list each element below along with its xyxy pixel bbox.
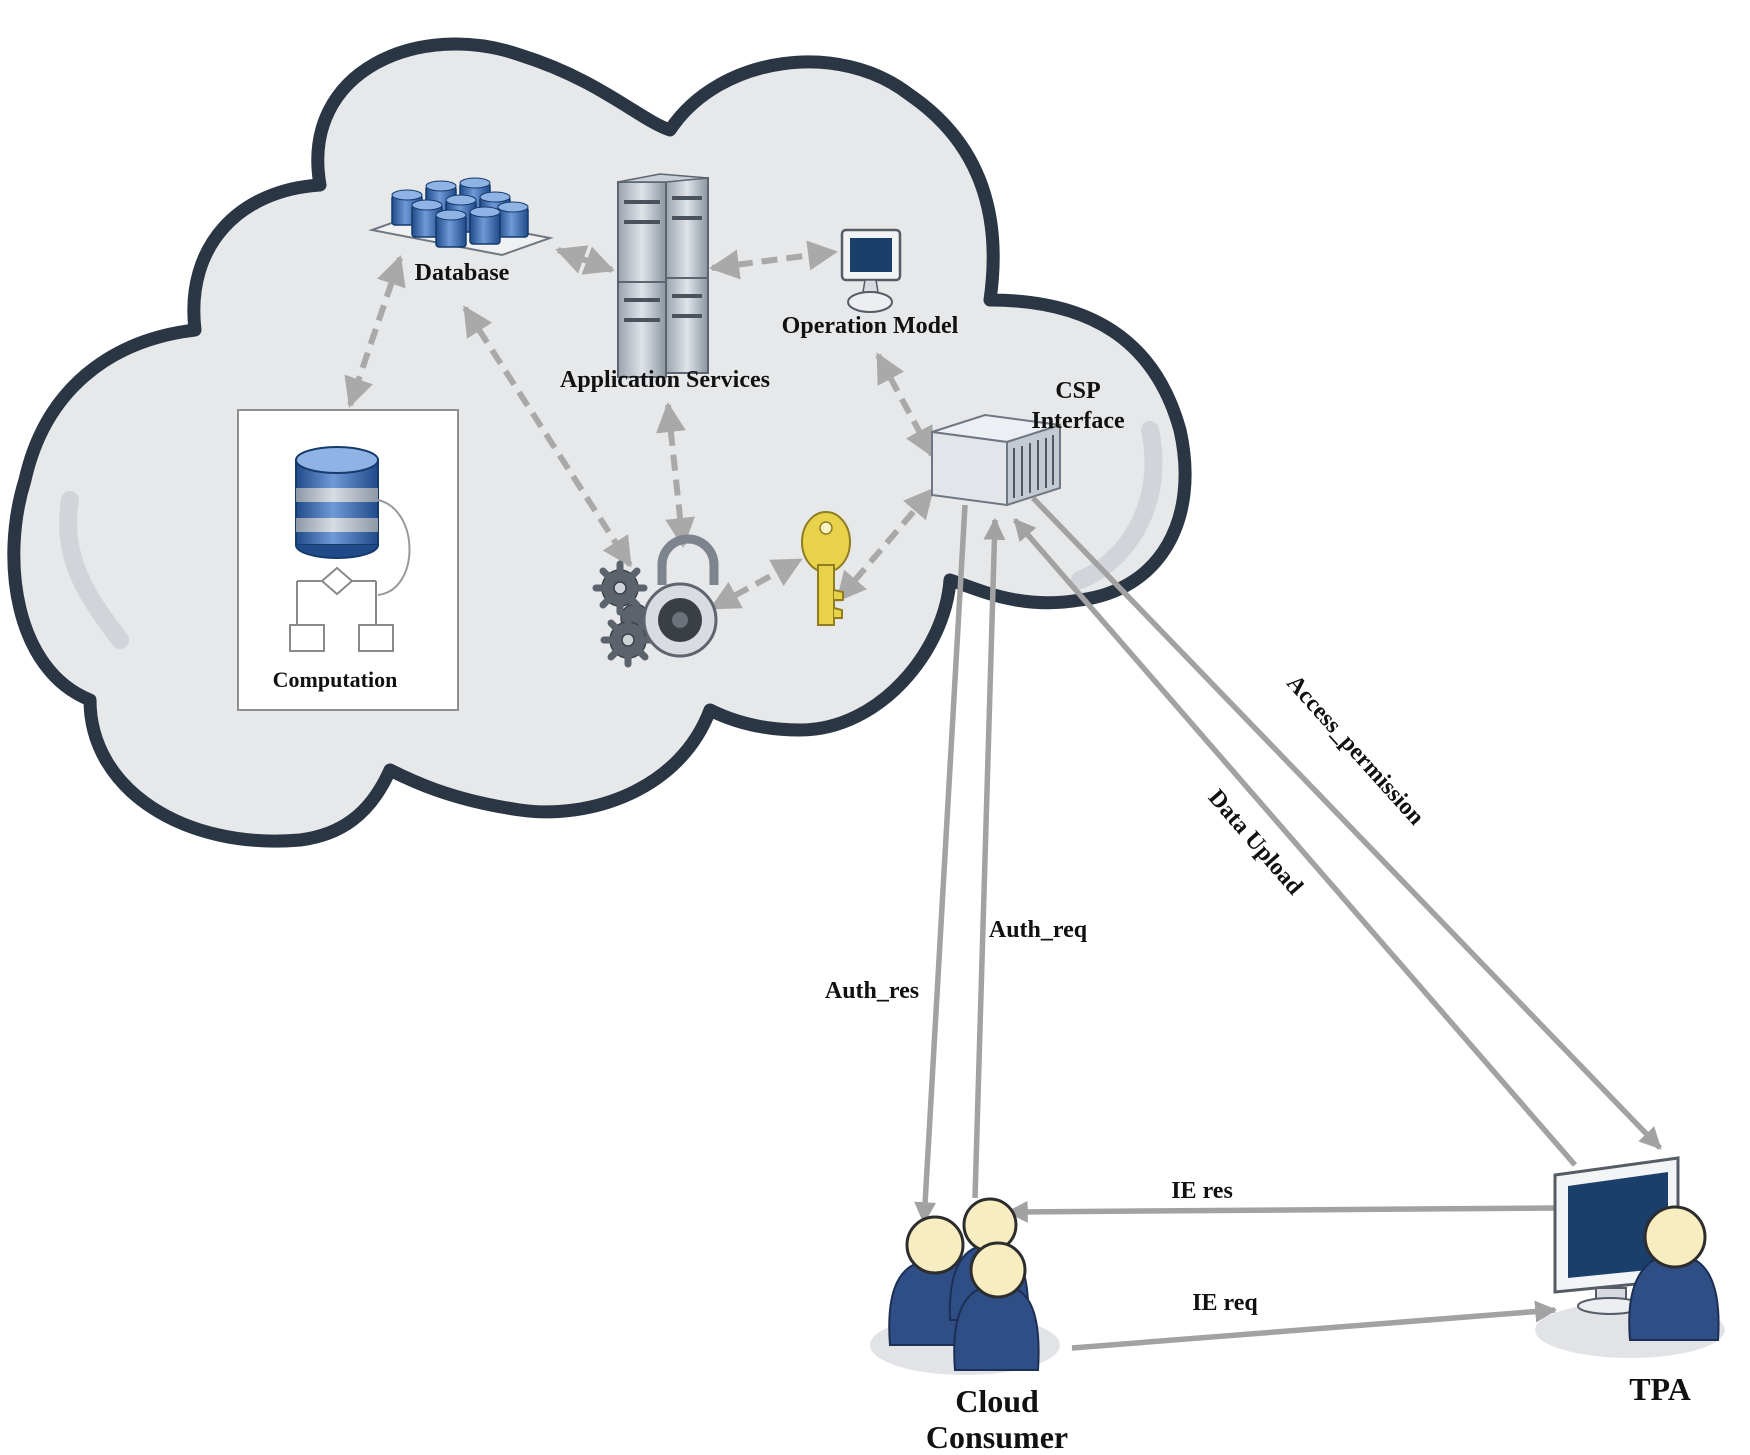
users-group-icon — [870, 1197, 1060, 1375]
auth-res-label: Auth_res — [825, 978, 919, 1004]
database-label: Database — [415, 260, 510, 286]
cloud-inner-shade — [59, 421, 1163, 649]
flowchart-icon — [289, 566, 394, 652]
ie-res-label: IE res — [1171, 1178, 1233, 1204]
network-switch-icon — [931, 413, 1061, 507]
arrow-ie-req — [1071, 1300, 1558, 1351]
database-icon — [368, 177, 554, 257]
server-rack-icon — [617, 173, 709, 378]
tpa-label: TPA — [1629, 1371, 1691, 1407]
cloud-consumer-label-line1: Cloud — [955, 1383, 1039, 1419]
access-permission-label: Access_permission — [1281, 670, 1429, 830]
padlock-icon — [642, 534, 719, 658]
arrow-lock-key — [709, 557, 803, 611]
csp-interface-label-line1: CSP — [1055, 378, 1100, 404]
arrow-database-appservices — [555, 245, 615, 275]
arrow-database-lock — [462, 305, 633, 568]
arrow-operation-csp — [875, 352, 935, 458]
arrow-access-permission — [1031, 496, 1662, 1150]
computation-database-icon — [295, 446, 379, 559]
dashed-connections — [344, 240, 935, 611]
arrow-ie-res — [1005, 1200, 1556, 1223]
cloud-consumer-label-line2: Consumer — [926, 1419, 1068, 1455]
auth-req-label: Auth_req — [989, 917, 1088, 943]
key-icon — [801, 511, 851, 626]
application-services-label: Application Services — [560, 367, 770, 393]
tpa-workstation-icon — [1535, 1156, 1725, 1358]
arrow-appservices-operation — [709, 240, 838, 280]
solid-connections — [914, 496, 1662, 1351]
computation-loop-arc — [377, 499, 411, 596]
computation-box — [237, 409, 459, 711]
csp-interface-label-line2: Interface — [1031, 408, 1125, 434]
arrow-auth-req — [972, 517, 1006, 1199]
arrow-auth-res — [914, 504, 968, 1225]
arrow-database-computation — [344, 255, 406, 408]
ie-req-label: IE req — [1192, 1290, 1258, 1316]
arrow-data-upload — [1012, 518, 1578, 1167]
gears-icon — [592, 560, 656, 668]
computer-icon — [840, 228, 902, 313]
computation-label: Computation — [273, 667, 398, 692]
operation-model-label: Operation Model — [782, 313, 959, 339]
